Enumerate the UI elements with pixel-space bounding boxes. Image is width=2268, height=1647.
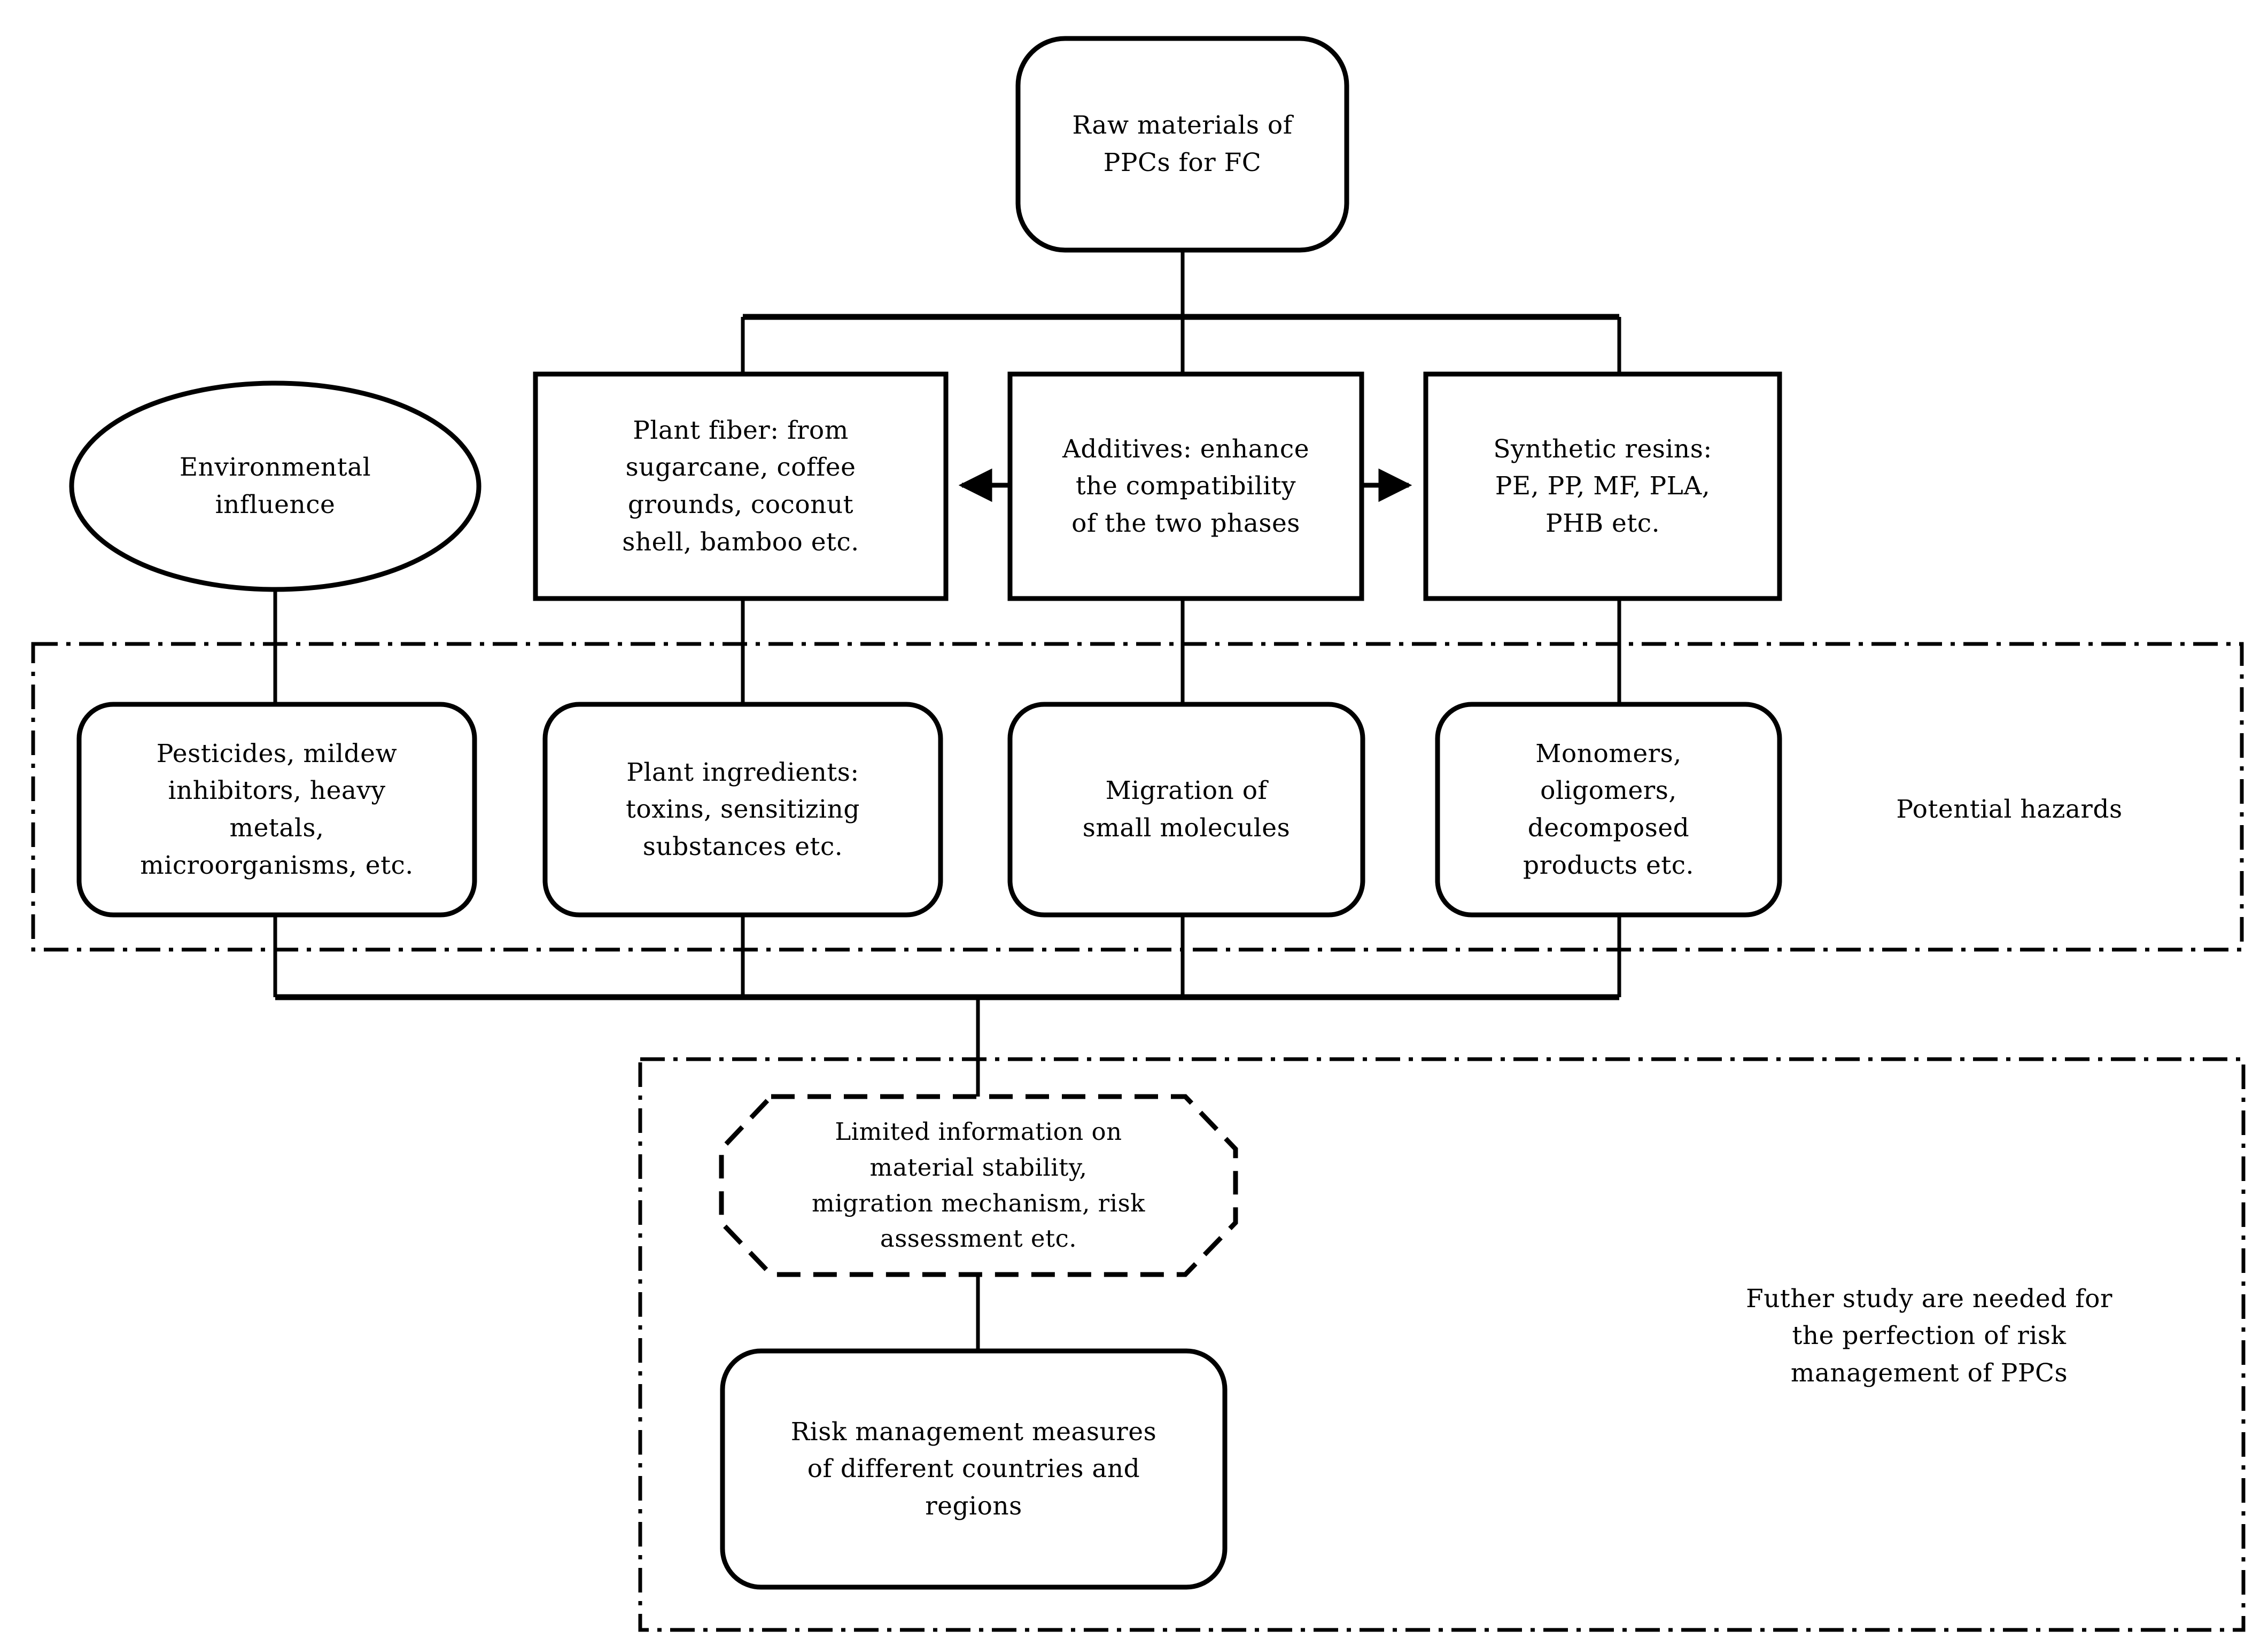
connector-lines (273, 250, 1621, 1351)
additives-node-shape[interactable] (1007, 371, 1364, 601)
risk-management-node-shape[interactable] (720, 1348, 1228, 1590)
migration-node-shape[interactable] (1007, 702, 1365, 918)
environmental-influence-node-shape[interactable] (69, 380, 481, 592)
plant-ingredients-node-shape[interactable] (542, 702, 943, 918)
raw-materials-node-shape[interactable] (1015, 36, 1349, 253)
monomers-node-shape[interactable] (1435, 702, 1782, 918)
limited-information-node-shape[interactable] (719, 1094, 1238, 1277)
synthetic-resins-node-shape[interactable] (1423, 371, 1782, 601)
plant-fiber-node-shape[interactable] (533, 371, 949, 601)
pesticides-node-shape[interactable] (76, 702, 477, 918)
potential-hazards-container (31, 642, 2244, 952)
future-study-container (638, 1057, 2246, 1632)
